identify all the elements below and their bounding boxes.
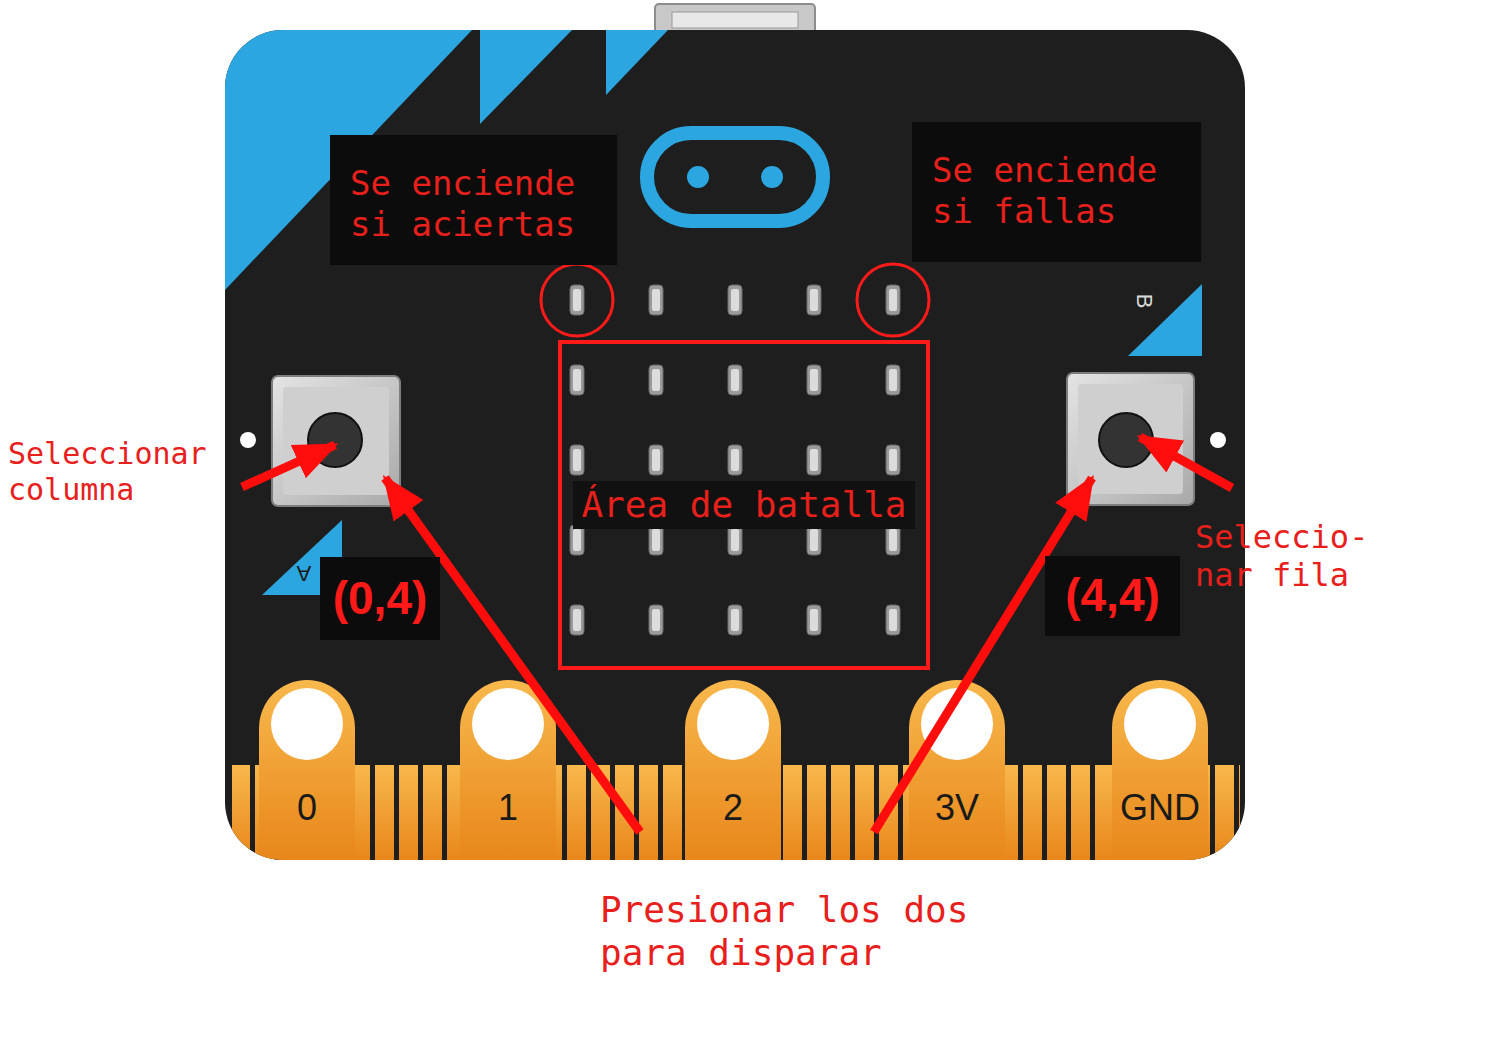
- led: [807, 525, 821, 555]
- led: [728, 285, 742, 315]
- led: [807, 605, 821, 635]
- blue-stripe: [480, 30, 572, 124]
- coordinate-label: (4,4): [1065, 568, 1160, 623]
- led: [570, 525, 584, 555]
- coordinate-box: (0,4): [320, 557, 440, 640]
- callout-text: Se enciende si aciertas: [350, 163, 607, 245]
- annotation-text: Presionar los dos para disparar: [600, 888, 1000, 974]
- led: [886, 605, 900, 635]
- pin-pad: [460, 680, 556, 860]
- led: [886, 445, 900, 475]
- led: [886, 285, 900, 315]
- pin-pad: [259, 680, 355, 860]
- mount-hole: [240, 432, 256, 448]
- pointer-arrow: [242, 445, 335, 487]
- pin-hole: [472, 688, 544, 760]
- pin-hole: [271, 688, 343, 760]
- led: [886, 365, 900, 395]
- led: [886, 525, 900, 555]
- coordinate-box: (4,4): [1045, 556, 1180, 636]
- button-housing: [272, 376, 400, 506]
- pointer-arrow: [385, 478, 640, 832]
- blue-stripe: [225, 30, 472, 290]
- led: [807, 445, 821, 475]
- pin-label: 3V: [909, 786, 1005, 829]
- callout-box: Se enciende si aciertas: [330, 135, 617, 265]
- button-marker: [1128, 284, 1202, 356]
- blue-stripe: [606, 30, 668, 95]
- led-matrix: [570, 285, 900, 635]
- board: [225, 30, 1245, 860]
- led: [570, 445, 584, 475]
- pin-pad: [685, 680, 781, 860]
- led: [649, 445, 663, 475]
- led: [649, 605, 663, 635]
- annotation-text: Seleccionar columna: [8, 436, 220, 508]
- callout-box: Se enciende si fallas: [912, 122, 1201, 262]
- usb-port: [672, 12, 798, 28]
- led: [649, 365, 663, 395]
- logo: [647, 133, 823, 221]
- annotation-text: Seleccio- nar fila: [1195, 518, 1380, 595]
- pin-label: 1: [460, 786, 556, 829]
- button-face: [283, 387, 389, 495]
- pin-hole: [1124, 688, 1196, 760]
- led: [728, 365, 742, 395]
- highlight-circle: [857, 264, 929, 336]
- pointer-arrow: [874, 478, 1092, 832]
- logo-dot: [687, 166, 709, 188]
- coordinate-label: (0,4): [333, 571, 428, 626]
- led: [570, 365, 584, 395]
- button-face: [1078, 384, 1183, 494]
- button-knob: [308, 413, 362, 467]
- led: [807, 365, 821, 395]
- pin-pad: [909, 680, 1005, 860]
- logo-dot: [761, 166, 783, 188]
- pointer-arrow: [1140, 437, 1232, 488]
- pin-label: 0: [259, 786, 355, 829]
- led: [649, 525, 663, 555]
- led: [728, 525, 742, 555]
- area-title: Área de batalla: [573, 481, 914, 528]
- mount-hole: [1210, 432, 1226, 448]
- pin-label: GND: [1112, 786, 1208, 829]
- pointer-arrows: [242, 437, 1232, 832]
- led: [649, 285, 663, 315]
- button-a: [272, 376, 400, 506]
- led: [570, 605, 584, 635]
- button-marker: [262, 520, 342, 595]
- pin-pad: [1112, 680, 1208, 860]
- highlight-circle: [541, 264, 613, 336]
- led: [807, 285, 821, 315]
- led: [728, 605, 742, 635]
- led: [728, 445, 742, 475]
- led: [570, 285, 584, 315]
- battle-area-frame: Área de batalla: [558, 340, 930, 670]
- pin-label: 2: [685, 786, 781, 829]
- button-label: B: [1131, 289, 1157, 313]
- board-graphics: [225, 30, 1240, 860]
- pin-hole: [697, 688, 769, 760]
- button-label: A: [293, 560, 315, 586]
- callout-text: Se enciende si fallas: [932, 150, 1191, 232]
